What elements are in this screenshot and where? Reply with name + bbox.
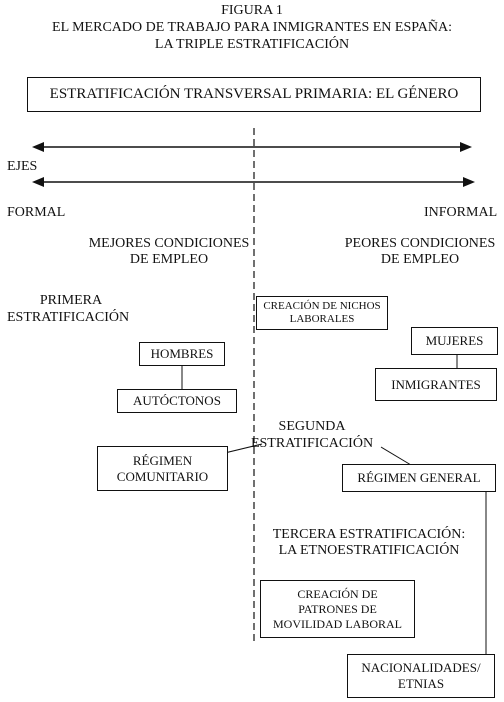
first-stratification-line1: PRIMERA: [39, 293, 103, 308]
better-conditions-line1: MEJORES CONDICIONES: [88, 236, 250, 251]
worse-conditions-line1: PEORES CONDICIONES: [344, 236, 496, 251]
labor-niches-line1: CREACIÓN DE NICHOS: [263, 300, 381, 312]
labor-niches-box: CREACIÓN DE NICHOS LABORALES: [256, 296, 388, 330]
nationalities-box: NACIONALIDADES/ ETNIAS: [347, 654, 495, 698]
worse-conditions-line2: DE EMPLEO: [380, 252, 460, 267]
second-stratification-line1: SEGUNDA: [278, 419, 346, 434]
mobility-patterns-line3: MOVILIDAD LABORAL: [273, 616, 402, 631]
third-stratification-line2: LA ETNOESTRATIFICACIÓN: [278, 543, 460, 558]
community-regime-line2: COMUNITARIO: [116, 468, 209, 484]
figure-number: FIGURA 1: [221, 3, 283, 18]
women-box: MUJERES: [411, 327, 498, 355]
second-stratification-line2: ESTRATIFICACIÓN: [250, 436, 374, 451]
women-label: MUJERES: [425, 333, 484, 348]
better-conditions-line2: DE EMPLEO: [129, 252, 209, 267]
general-regime-label: RÉGIMEN GENERAL: [357, 470, 481, 485]
men-box: HOMBRES: [139, 342, 225, 366]
immigrants-label: INMIGRANTES: [391, 376, 481, 392]
nationalities-line2: ETNIAS: [397, 676, 445, 691]
gender-stratification-label: ESTRATIFICACIÓN TRANSVERSAL PRIMARIA: EL…: [49, 86, 459, 102]
community-regime-box: RÉGIMEN COMUNITARIO: [97, 446, 228, 491]
mobility-patterns-line1: CREACIÓN DE: [297, 586, 378, 601]
labor-niches-line2: LABORALES: [289, 313, 355, 325]
formal-label: FORMAL: [7, 205, 66, 220]
connector-second-general: [380, 446, 412, 466]
general-regime-box: RÉGIMEN GENERAL: [342, 464, 496, 492]
gender-stratification-box: ESTRATIFICACIÓN TRANSVERSAL PRIMARIA: EL…: [27, 77, 481, 112]
natives-box: AUTÓCTONOS: [117, 389, 237, 413]
axis-arrow-bottom: [32, 177, 475, 187]
axes-label: EJES: [7, 159, 38, 174]
mobility-patterns-box: CREACIÓN DE PATRONES DE MOVILIDAD LABORA…: [260, 580, 415, 638]
mobility-patterns-line2: PATRONES DE: [298, 601, 377, 616]
natives-label: AUTÓCTONOS: [133, 393, 221, 408]
nationalities-line1: NACIONALIDADES/: [361, 660, 481, 675]
figure-title-line2: LA TRIPLE ESTRATIFICACIÓN: [154, 37, 350, 52]
informal-label: INFORMAL: [424, 205, 498, 220]
first-stratification-line2: ESTRATIFICACIÓN: [7, 310, 130, 325]
men-label: HOMBRES: [150, 346, 214, 361]
third-stratification-line1: TERCERA ESTRATIFICACIÓN:: [272, 527, 466, 542]
immigrants-box: INMIGRANTES: [375, 368, 497, 401]
figure-title-line1: EL MERCADO DE TRABAJO PARA INMIGRANTES E…: [52, 20, 452, 35]
axis-arrow-top: [32, 142, 472, 152]
community-regime-line1: RÉGIMEN: [132, 452, 193, 468]
